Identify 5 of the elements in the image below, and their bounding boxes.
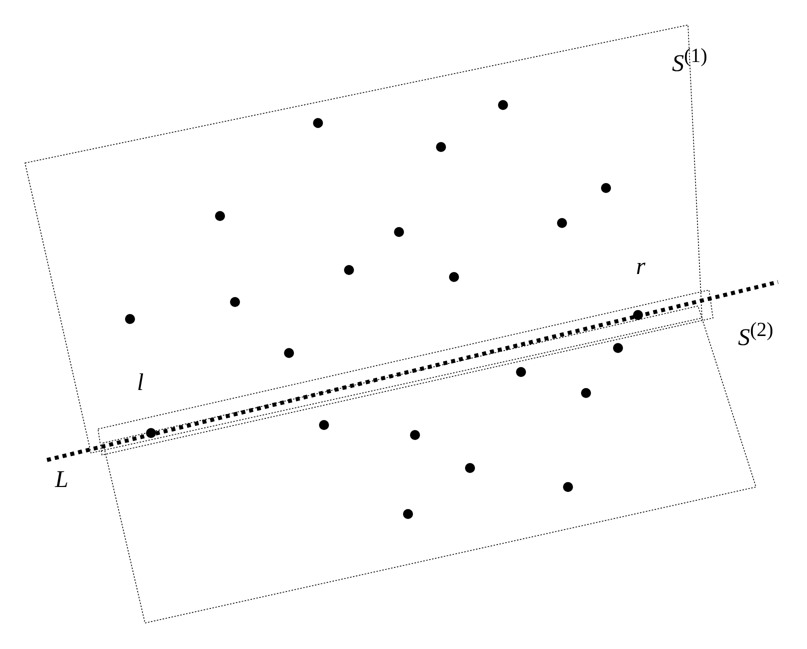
point-label: r <box>636 255 646 279</box>
point-label: l <box>137 371 144 395</box>
point-label: L <box>55 468 68 492</box>
set-label: S$^{(2)}$ <box>738 320 774 350</box>
set-label: S$^{(1)}$ <box>672 46 708 76</box>
